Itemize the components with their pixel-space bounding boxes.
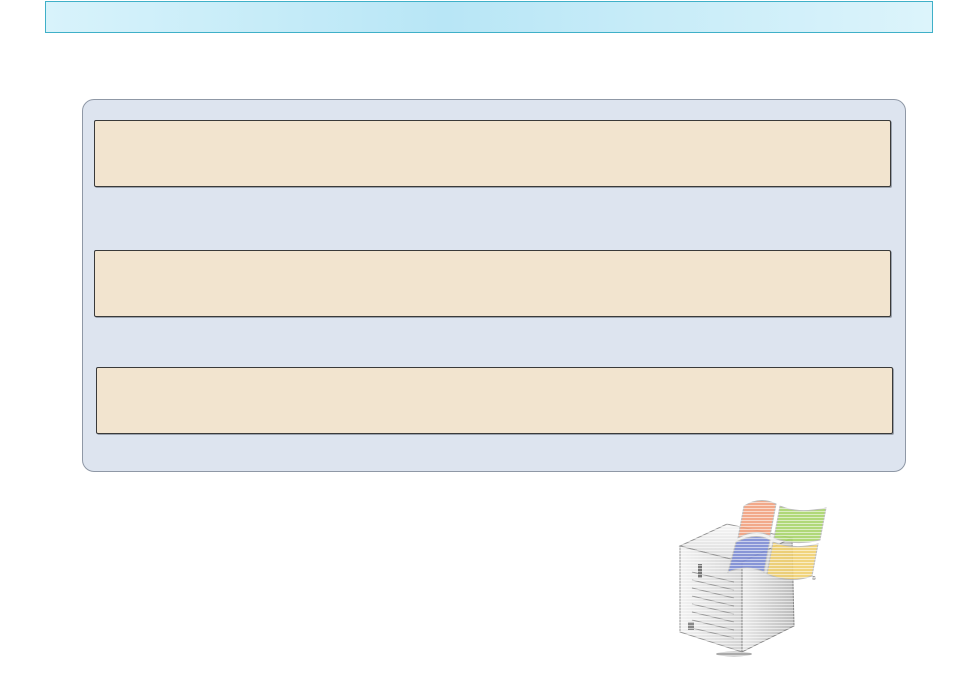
text-box-3 — [96, 367, 893, 434]
content-panel — [82, 99, 906, 472]
title-bar — [45, 1, 933, 33]
text-box-2 — [94, 250, 891, 317]
windows-server-icon: ® — [672, 494, 834, 659]
text-box-1 — [94, 120, 891, 187]
